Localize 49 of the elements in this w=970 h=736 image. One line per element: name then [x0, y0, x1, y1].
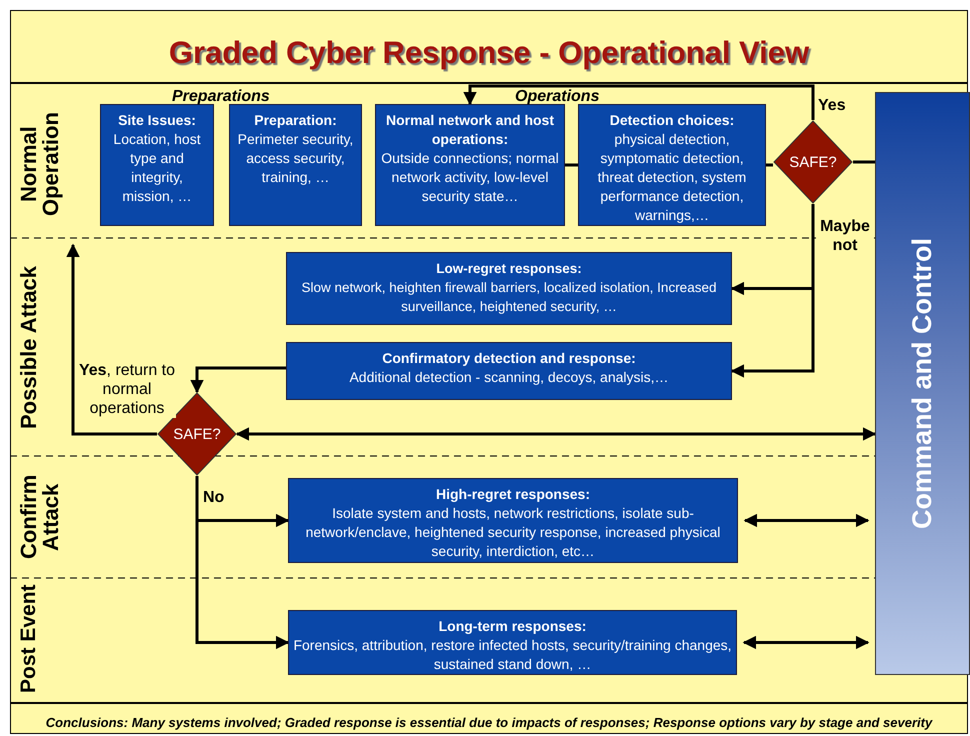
box-heading: Long-term responses:: [438, 617, 586, 636]
box-heading: Preparation:: [254, 111, 337, 130]
decision-text: SAFE?: [173, 426, 221, 442]
connector-line: [565, 164, 578, 166]
arrow: [236, 427, 876, 441]
process-box: [288, 478, 738, 563]
decision-text: SAFE?: [789, 154, 837, 170]
arrow: [66, 244, 157, 436]
box-heading: Detection choices:: [610, 111, 734, 130]
box-text: Forensics, attribution, restore infected hosts, security/training changes, sustained stand down, …: [293, 636, 732, 674]
lane-label: Possible Attack: [18, 264, 40, 431]
process-box: [578, 104, 766, 226]
arrow: [742, 636, 870, 650]
box-heading: Site Issues:: [118, 111, 196, 130]
arrow: [744, 514, 870, 528]
box-text: Location, host type and integrity, mission, …: [112, 130, 202, 206]
arrow: [190, 366, 286, 394]
section-label: Operations: [515, 89, 600, 104]
side-panel: [875, 92, 970, 675]
arrow: [196, 476, 290, 650]
process-box: [288, 610, 737, 675]
process-box: [375, 104, 565, 226]
lane-label: Normal Operation: [18, 111, 62, 218]
caption: Conclusions: Many systems involved; Graded response is essential due to impacts of responses; Response options vary by stage and severity: [44, 715, 934, 730]
box-heading: Low-regret responses:: [436, 260, 582, 278]
box-text: Isolate system and hosts, network restrictions, isolate sub-network/enclave, heightened security response, increased physical security, interdiction, etc…: [304, 504, 722, 561]
box-heading: High-regret responses:: [436, 485, 590, 504]
edge-label: Yes, return to normal operations: [78, 361, 176, 418]
process-box: [286, 342, 732, 400]
box-text: Slow network, heighten firewall barriers, localized isolation, Increased surveillance, heightened security, …: [300, 279, 718, 316]
arrow: [730, 204, 814, 378]
process-box: [100, 104, 214, 226]
box-text: Outside connections; normal network activity, low-level security state…: [380, 149, 560, 206]
box-heading: Normal network and host operations:: [384, 111, 556, 149]
process-box: [229, 104, 362, 226]
connector-line: [766, 164, 773, 166]
connector-line: [853, 160, 875, 164]
lane-label: Confirm Attack: [18, 474, 62, 562]
lane-label: Post Event: [18, 584, 40, 696]
section-label: Preparations: [172, 89, 270, 104]
box-text: physical detection, symptomatic detection, threat detection, system performance detection, warnings,…: [596, 130, 748, 225]
box-text: Perimeter security, access security, training, …: [236, 130, 354, 187]
process-box: [286, 252, 732, 325]
decision-diamond: [773, 120, 853, 204]
panel-title: Command and Control: [907, 238, 938, 529]
arrow: [463, 84, 814, 120]
box-heading: Confirmatory detection and response:: [382, 349, 636, 368]
box-text: Additional detection - scanning, decoys, analysis,…: [349, 368, 669, 387]
title: Graded Cyber Response - Operational View: [168, 35, 810, 71]
